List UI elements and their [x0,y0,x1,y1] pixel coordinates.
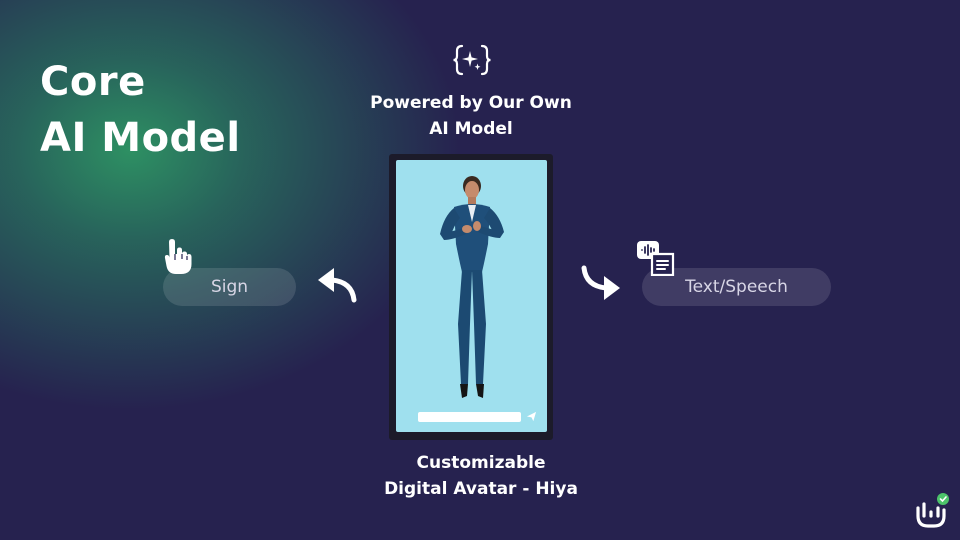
hand-logo-icon [916,493,949,528]
powered-line1: Powered by Our Own [370,93,572,113]
text-speech-label: Text/Speech [685,277,788,297]
audio-document-icon [637,241,675,276]
avatar-caption: Customizable Digital Avatar - Hiya [340,450,622,502]
curved-arrow-left-icon [318,268,357,303]
sign-label: Sign [210,277,249,297]
send-icon[interactable] [526,411,537,422]
powered-by-caption: Powered by Our Own AI Model [340,90,602,142]
message-input-bar[interactable] [418,412,521,422]
powered-line2: AI Model [429,119,513,139]
avatar-caption-line2: Digital Avatar - Hiya [384,479,578,499]
slide-title: Core AI Model [40,54,241,166]
phone-screen [396,160,547,432]
sign-hand-icon [164,239,192,274]
avatar-figure [440,176,504,398]
sign-pill: Sign [163,268,296,306]
slide-title-line2: AI Model [40,115,241,161]
slide-title-line1: Core [40,59,146,105]
sparkle-braces-icon [453,44,491,76]
curved-arrow-right-icon [581,265,620,300]
avatar-caption-line1: Customizable [416,453,546,473]
